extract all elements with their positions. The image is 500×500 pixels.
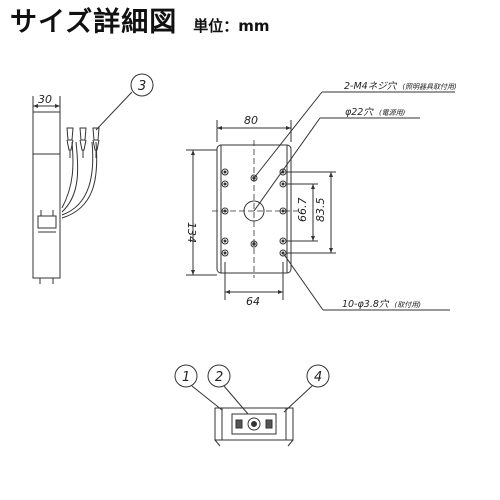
header: サイズ詳細図 単位：mm [10, 8, 269, 38]
callout-3-label: 3 [138, 79, 146, 94]
callout-3-circle [130, 73, 154, 97]
unit-label: 単位：mm [193, 17, 270, 35]
callout-4-label: 4 [314, 370, 322, 385]
side-dim-width: 30 [38, 93, 52, 106]
callout-4-circle [306, 364, 330, 388]
wire-connectors [66, 127, 100, 158]
dim-top: 80 [244, 114, 258, 127]
side-view [32, 73, 154, 284]
hole-22 [243, 200, 265, 222]
side-body-lower [32, 153, 61, 279]
bottom-housing [214, 407, 294, 441]
side-body-upper [32, 111, 61, 155]
dim-inner-v1: 66.7 [296, 198, 309, 223]
callout-1-circle [174, 364, 198, 388]
note-22: φ22穴 (電源用) [345, 100, 406, 119]
side-bracket [37, 215, 57, 229]
callout-2-circle [207, 364, 231, 388]
terminal-block [231, 413, 277, 435]
bottom-view [174, 364, 330, 447]
callout-2-label: 2 [215, 370, 223, 385]
dim-height: 134 [185, 222, 198, 243]
page-title: サイズ詳細図 [10, 7, 178, 38]
note-m4: 2-M4ネジ穴 (照明器具取付用) [344, 74, 457, 93]
front-view [186, 91, 455, 311]
dim-inner-v2: 83.5 [314, 198, 327, 223]
dim-bottom: 64 [246, 295, 260, 308]
callout-1-label: 1 [182, 370, 190, 385]
note-38: 10-φ3.8穴 (取付用) [342, 292, 421, 311]
